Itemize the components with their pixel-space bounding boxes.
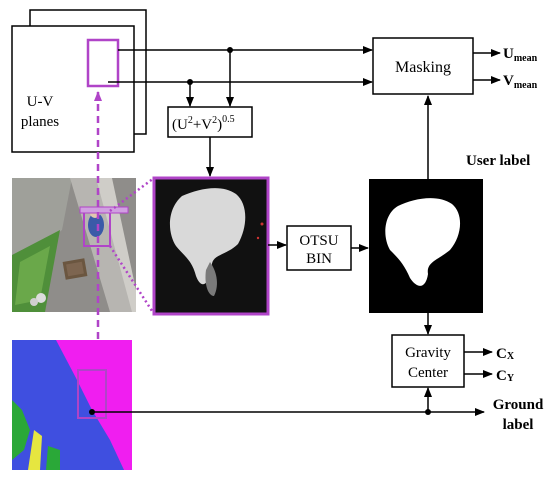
cy-output: CY bbox=[496, 368, 515, 384]
uv-planes-block: U-V planes bbox=[11, 9, 147, 153]
segmentation-image bbox=[12, 340, 132, 470]
gravity-center-box: Gravity Center CX CY bbox=[391, 334, 515, 388]
binary-mask-image bbox=[369, 179, 483, 313]
u-mean-output: Umean bbox=[503, 46, 538, 64]
ground-label-line: Ground label bbox=[89, 387, 544, 433]
otsu-label-1: OTSU bbox=[299, 233, 338, 249]
person-tag bbox=[79, 206, 129, 214]
gravity-label-1: Gravity bbox=[405, 345, 451, 361]
zoom-lines bbox=[108, 177, 156, 315]
v-mean-output: Vmean bbox=[503, 73, 538, 91]
cx-output: CX bbox=[496, 346, 515, 362]
otsu-box: OTSU BIN bbox=[286, 225, 369, 271]
uv-planes-label-1: U-V bbox=[27, 94, 54, 110]
uv-plane-front bbox=[11, 25, 135, 153]
masking-box: Masking Umean Vmean bbox=[372, 37, 538, 95]
otsu-label-2: BIN bbox=[306, 251, 332, 267]
magnitude-formula: (U2+V2)0.5 bbox=[172, 114, 235, 133]
magnitude-box: (U2+V2)0.5 bbox=[167, 106, 253, 177]
ground-label-1: Ground bbox=[493, 397, 544, 413]
masking-label: Masking bbox=[395, 59, 451, 76]
uv-planes-label-2: planes bbox=[21, 114, 59, 130]
user-label-text: User label bbox=[466, 153, 530, 169]
magnitude-image bbox=[152, 176, 287, 316]
gravity-label-2: Center bbox=[408, 365, 448, 381]
uv-connectors bbox=[108, 46, 373, 107]
ground-label-2: label bbox=[503, 417, 534, 433]
aerial-photo bbox=[12, 178, 136, 312]
region-of-interest-box bbox=[86, 38, 120, 88]
